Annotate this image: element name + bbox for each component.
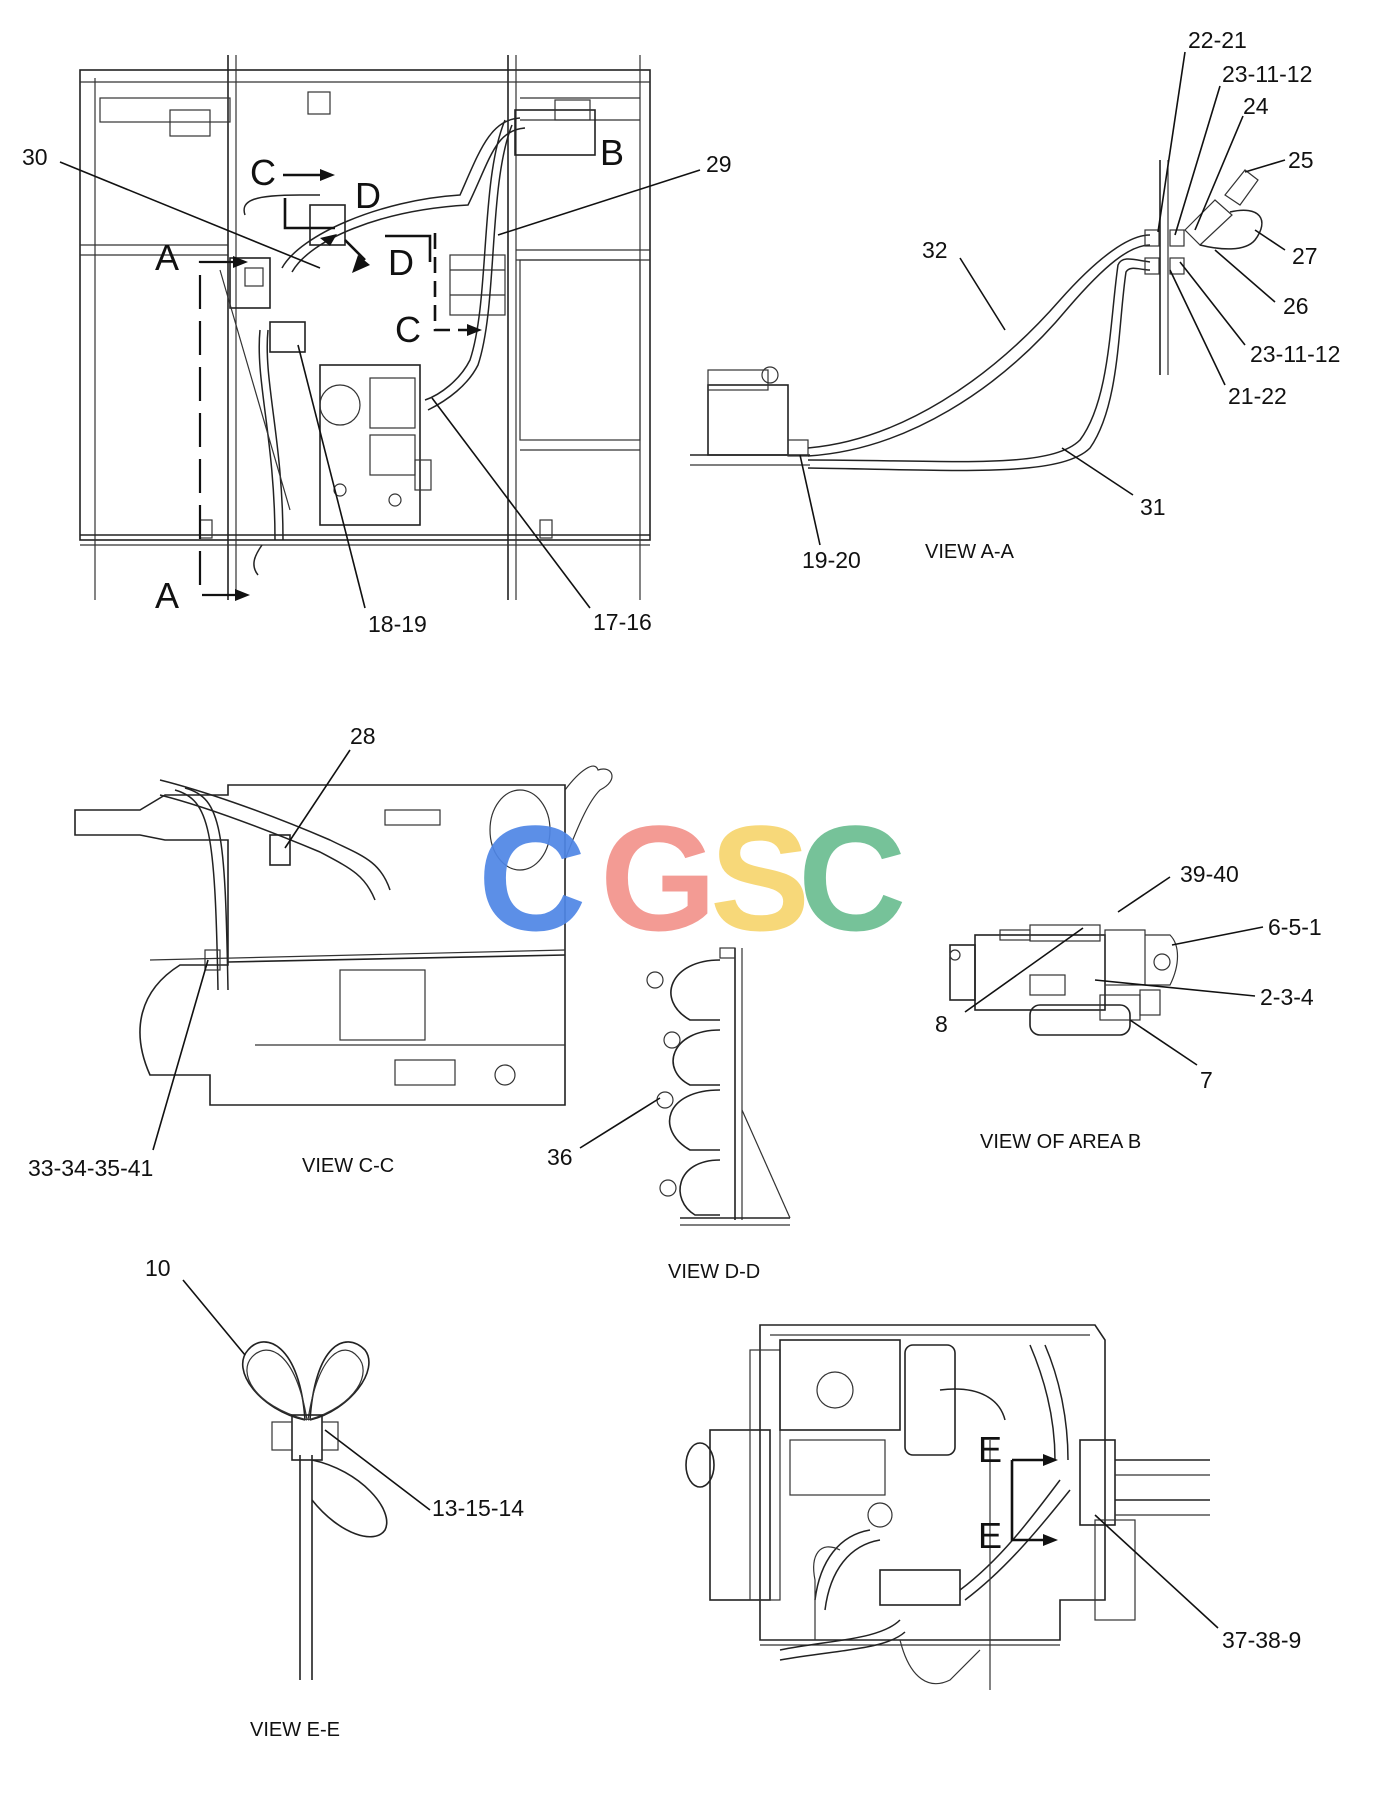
leader-23-11-12-bottom	[1179, 261, 1246, 346]
leader-8	[964, 927, 1084, 1013]
view-label-c-c: VIEW C-C	[302, 1155, 394, 1177]
callout-37-38-9: 37-38-9	[1222, 1627, 1301, 1653]
leader-26	[1214, 249, 1276, 303]
view-c-c-drawing	[74, 765, 613, 1106]
leader-24	[1194, 115, 1244, 231]
callout-10: 10	[145, 1255, 171, 1281]
section-line-d	[283, 198, 432, 273]
callout-25: 25	[1288, 147, 1314, 173]
callout-23-11-12-bottom: 23-11-12	[1250, 341, 1340, 367]
leader-29	[497, 169, 701, 236]
main-frame-drawing	[79, 55, 651, 600]
section-letter-d-top: D	[355, 175, 381, 216]
view-label-area-b: VIEW OF AREA B	[980, 1131, 1141, 1153]
section-letter-e-top: E	[978, 1429, 1002, 1470]
section-letter-c-top: C	[250, 152, 276, 193]
callout-23-11-12-top: 23-11-12	[1222, 61, 1312, 87]
watermark-letter-c2: C	[798, 794, 906, 962]
callout-17-16: 17-16	[593, 609, 652, 635]
leader-17-16	[431, 397, 591, 609]
callout-13-15-14: 13-15-14	[432, 1495, 524, 1521]
leader-19-20	[799, 454, 821, 546]
leader-13-15-14	[324, 1429, 431, 1511]
leader-10	[182, 1279, 246, 1356]
view-e-e-drawing	[242, 1341, 388, 1680]
leader-33-34-35-41	[152, 959, 209, 1151]
view-label-a-a: VIEW A-A	[925, 541, 1015, 563]
watermark-logo: C G S C	[478, 794, 906, 962]
watermark-letter-s: S	[710, 794, 810, 962]
callout-31: 31	[1140, 494, 1166, 520]
callout-29: 29	[706, 151, 732, 177]
callout-18-19: 18-19	[368, 611, 427, 637]
view-a-a-drawing	[690, 160, 1263, 472]
section-letter-a-top: A	[155, 237, 179, 278]
leader-7	[1129, 1019, 1198, 1066]
leader-32	[959, 257, 1006, 331]
leader-36	[579, 1097, 661, 1149]
leader-2-3-4	[1094, 979, 1256, 997]
leader-25	[1244, 159, 1286, 173]
view-label-d-d: VIEW D-D	[668, 1261, 760, 1283]
view-d-d-drawing	[646, 947, 791, 1226]
callout-7: 7	[1200, 1067, 1213, 1093]
callout-22-21: 22-21	[1188, 27, 1247, 53]
leader-18-19	[297, 344, 366, 609]
leader-30	[59, 161, 321, 269]
section-line-a	[198, 256, 250, 601]
callout-21-22: 21-22	[1228, 383, 1287, 409]
leader-27	[1254, 229, 1286, 251]
callout-32: 32	[922, 237, 948, 263]
section-letter-a-bottom: A	[155, 575, 179, 616]
leader-31	[1061, 447, 1134, 496]
callout-30: 30	[22, 144, 48, 170]
watermark-letter-g: G	[600, 794, 717, 962]
leader-6-5-1	[1171, 926, 1264, 946]
engine-drawing	[685, 1324, 1210, 1690]
leader-37-38-9	[1094, 1514, 1219, 1629]
section-line-e	[1010, 1454, 1058, 1546]
leader-39-40	[1117, 876, 1171, 913]
section-letter-b: B	[600, 132, 624, 173]
leader-23-11-12-top	[1174, 85, 1221, 236]
view-label-e-e: VIEW E-E	[250, 1719, 340, 1741]
callout-33-34-35-41: 33-34-35-41	[28, 1155, 153, 1181]
leader-22-21	[1157, 51, 1186, 233]
callout-39-40: 39-40	[1180, 861, 1239, 887]
callout-19-20: 19-20	[802, 547, 861, 573]
callout-36: 36	[547, 1144, 573, 1170]
section-line-c	[283, 169, 482, 336]
callout-8: 8	[935, 1011, 948, 1037]
leader-28	[284, 749, 351, 849]
callout-27: 27	[1292, 243, 1318, 269]
callout-28: 28	[350, 723, 376, 749]
leader-21-22	[1169, 269, 1226, 386]
view-area-b-drawing	[949, 924, 1179, 1036]
section-letter-c-bottom: C	[395, 309, 421, 350]
section-letter-d-bottom: D	[388, 242, 414, 283]
callout-6-5-1: 6-5-1	[1268, 914, 1322, 940]
callout-24: 24	[1243, 93, 1269, 119]
watermark-letter-c1: C	[478, 794, 586, 962]
callout-2-3-4: 2-3-4	[1260, 984, 1314, 1010]
section-letter-e-bottom: E	[978, 1515, 1002, 1556]
callout-26: 26	[1283, 293, 1309, 319]
